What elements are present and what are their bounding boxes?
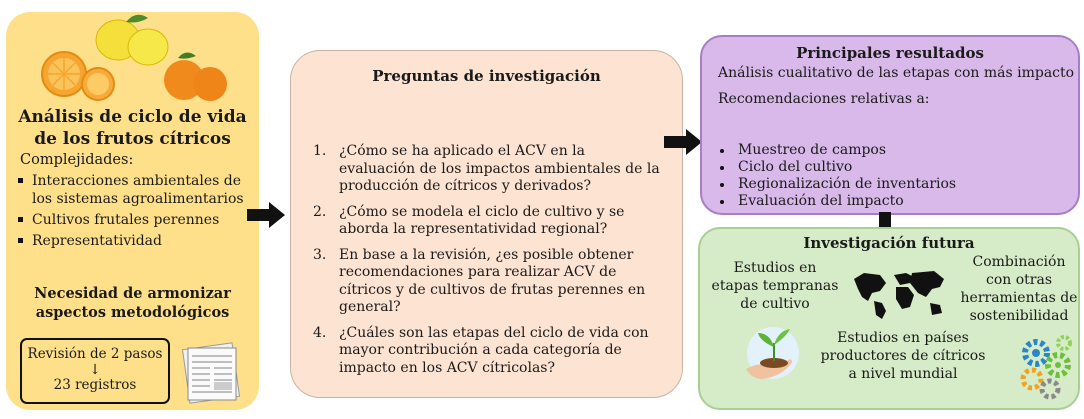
text-line: Combinación: [972, 254, 1066, 270]
world-map-icon: [854, 271, 944, 319]
text-line: sostenibilidad: [969, 308, 1069, 324]
future-title: Investigación futura: [803, 234, 975, 252]
harmonization-need: Necesidad de armonizar aspectos metodoló…: [34, 285, 231, 321]
list-item: Muestreo de campos: [718, 142, 956, 159]
countries-text: Estudios en países productores de cítric…: [818, 329, 988, 383]
results-title: Principales resultados: [796, 44, 984, 62]
arrow-right-icon: [664, 129, 702, 155]
recommendations-list: Muestreo de campos Ciclo del cultivo Reg…: [718, 142, 956, 210]
review-steps: Revisión de 2 pasos: [27, 346, 163, 362]
text-line: de cultivo: [740, 296, 810, 312]
question-number: 4.: [313, 324, 327, 341]
future-research-panel: Investigación futura Estudios en etapas …: [698, 227, 1080, 410]
lca-title: Análisis de ciclo de vida de los frutos …: [18, 107, 247, 149]
main-results-panel: Principales resultados Análisis cualitat…: [700, 35, 1080, 215]
newspaper-illustration: [181, 342, 241, 404]
research-questions-panel: Preguntas de investigación 1. ¿Cómo se h…: [290, 50, 683, 398]
question-number: 1.: [313, 143, 327, 159]
text-line: herramientas de: [960, 290, 1078, 306]
list-item: 3. En base a la revisión, ¿es posible ob…: [313, 247, 665, 317]
question-text: En base a la revisión, ¿es posible obten…: [339, 246, 646, 316]
list-item: Representatividad: [14, 232, 254, 250]
gears-icon: [1020, 335, 1072, 400]
questions-list: 1. ¿Cómo se ha aplicado el ACV en la eva…: [313, 143, 665, 385]
citrus-lca-panel: Análisis de ciclo de vida de los frutos …: [6, 12, 259, 410]
list-item: Ciclo del cultivo: [718, 159, 956, 176]
review-box: Revisión de 2 pasos ↓ 23 registros: [20, 338, 170, 404]
text-line: productores de cítricos: [820, 348, 986, 364]
down-arrow-icon: ↓: [89, 362, 101, 378]
citrus-fruits-illustration: [41, 14, 227, 101]
review-records: 23 registros: [53, 377, 137, 393]
question-text: ¿Cómo se ha aplicado el ACV en la evalua…: [339, 143, 660, 194]
list-item: Interacciones ambientales de los sistema…: [14, 172, 254, 208]
list-item: 2. ¿Cómo se modela el ciclo de cultivo y…: [313, 204, 665, 239]
text-line: etapas tempranas: [711, 278, 839, 294]
complexities-list: Interacciones ambientales de los sistema…: [14, 172, 254, 253]
question-text: ¿Cómo se modela el ciclo de cultivo y se…: [339, 203, 625, 238]
qualitative-analysis: Análisis cualitativo de las etapas con m…: [718, 65, 1075, 81]
list-item: 1. ¿Cómo se ha aplicado el ACV en la eva…: [313, 143, 665, 196]
combination-text: Combinación con otras herramientas de so…: [958, 253, 1080, 325]
early-stages-text: Estudios en etapas tempranas de cultivo: [704, 259, 846, 313]
text-line: Estudios en países: [837, 330, 969, 346]
questions-title: Preguntas de investigación: [372, 67, 601, 85]
question-number: 2.: [313, 203, 327, 220]
list-item: Cultivos frutales perennes: [14, 211, 254, 229]
seedling-hand-icon: [746, 327, 799, 379]
recommendations-label: Recomendaciones relativas a:: [718, 91, 930, 107]
text-line: con otras: [985, 272, 1052, 288]
complexities-label: Complejidades:: [20, 152, 134, 168]
arrow-right-icon: [247, 202, 285, 228]
text-line: a nivel mundial: [848, 366, 958, 382]
list-item: Regionalización de inventarios: [718, 176, 956, 193]
question-number: 3.: [313, 246, 327, 263]
list-item: Evaluación del impacto: [718, 193, 956, 210]
list-item: 4. ¿Cuáles son las etapas del ciclo de v…: [313, 325, 665, 378]
text-line: Estudios en: [733, 260, 817, 276]
question-text: ¿Cuáles son las etapas del ciclo de vida…: [339, 324, 649, 376]
